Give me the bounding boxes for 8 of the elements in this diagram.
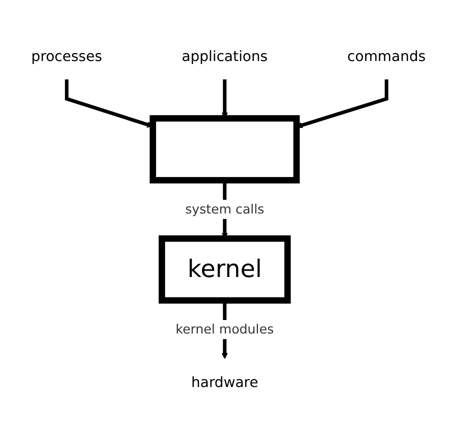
edge-label: system calls <box>185 202 264 217</box>
node-text: applications <box>182 47 268 64</box>
node-box: kernel <box>158 235 291 304</box>
node-text: hardware <box>191 374 258 391</box>
edge-label: kernel modules <box>176 322 274 338</box>
node-box <box>150 115 300 184</box>
node-text: processes <box>31 47 102 64</box>
node-text: commands <box>347 47 426 64</box>
